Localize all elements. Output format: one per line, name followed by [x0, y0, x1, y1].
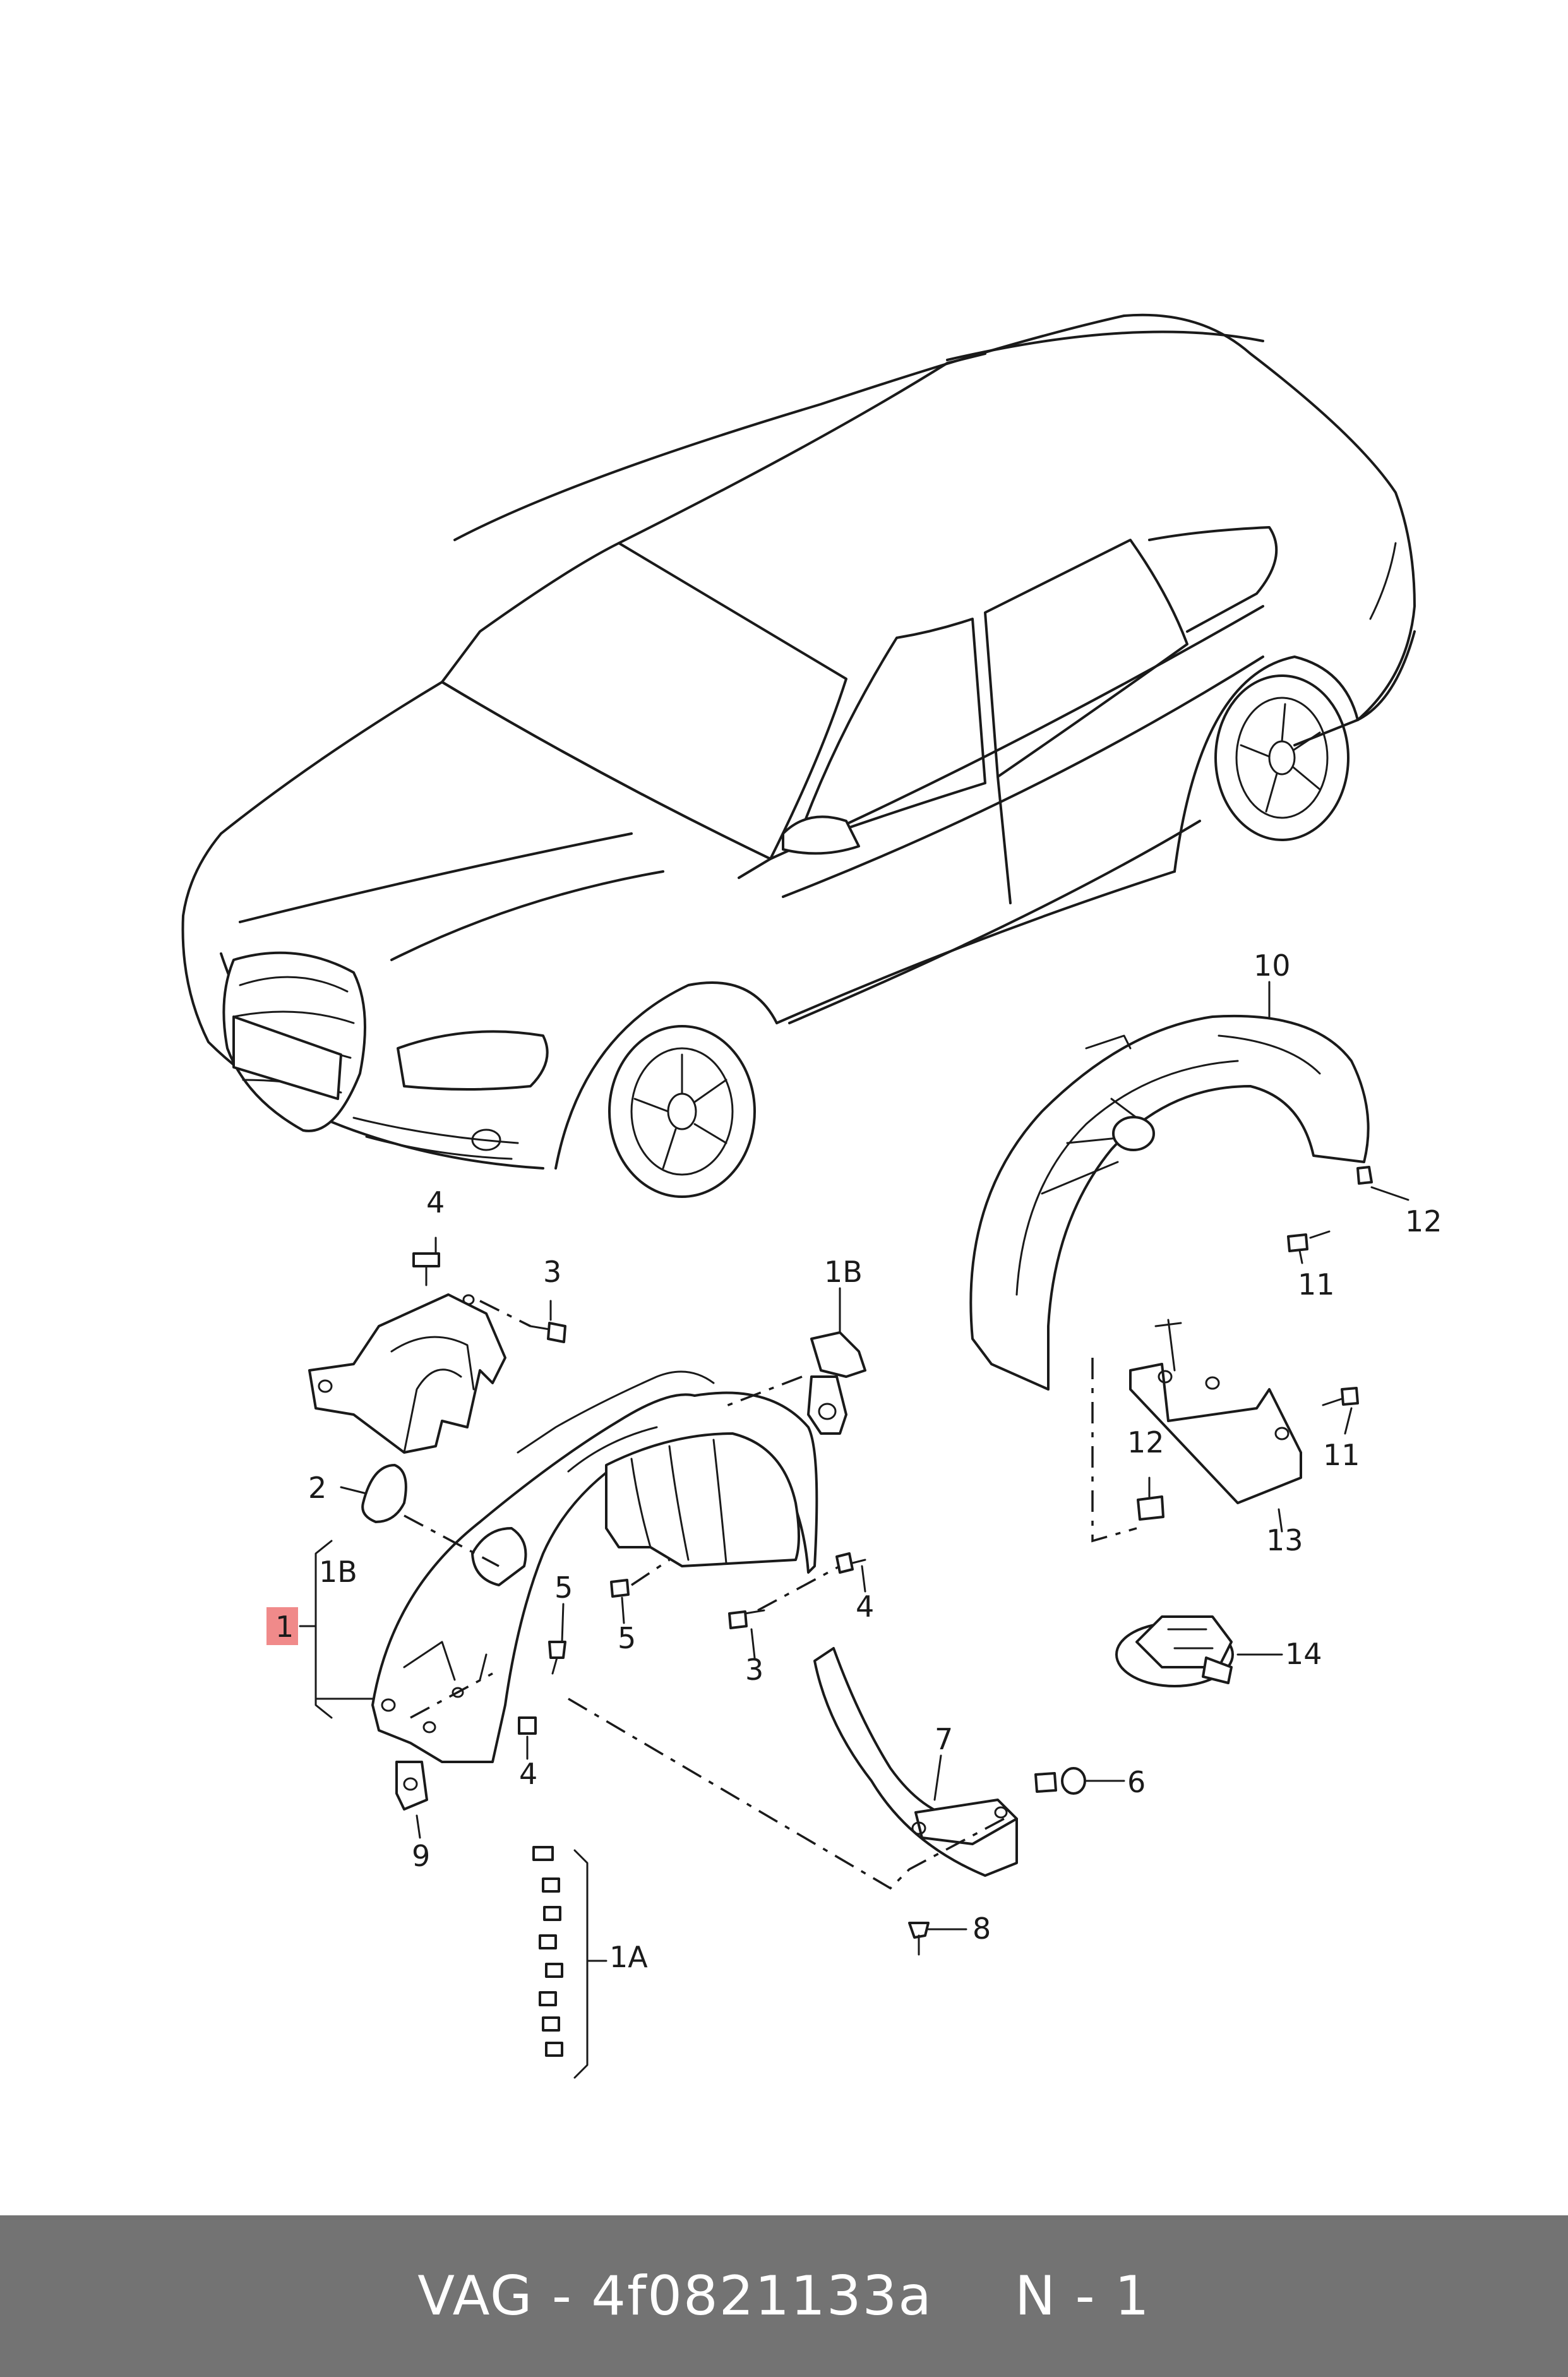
callout-14: 14 [1285, 1637, 1322, 1671]
callout-12-mid: 12 [1127, 1425, 1164, 1459]
callout-labels: 1 1A 1B 1B 2 3 3 4 4 4 5 5 6 7 8 9 10 11… [275, 949, 1442, 1974]
footer-separator: - [551, 2265, 573, 2328]
callout-1B-left: 1B [319, 1555, 357, 1589]
part-2-cap [361, 1464, 407, 1523]
callout-6: 6 [1127, 1765, 1146, 1799]
callout-3-bottom: 3 [745, 1653, 763, 1687]
part-1-front-liner [371, 1370, 818, 1763]
callout-4-top: 4 [426, 1185, 445, 1219]
callout-10: 10 [1254, 949, 1291, 983]
callout-1A: 1A [609, 1940, 648, 1974]
callout-5-top: 5 [554, 1571, 573, 1605]
callout-11-mid: 11 [1323, 1438, 1360, 1472]
callout-4-bottom: 4 [519, 1757, 537, 1791]
callout-8: 8 [973, 1912, 991, 1946]
part-top-bracket [308, 1293, 506, 1454]
callout-4-right: 4 [856, 1590, 874, 1624]
callout-9: 9 [412, 1839, 430, 1873]
part-14-cover [1115, 1615, 1234, 1687]
callout-1-highlight [266, 1607, 298, 1645]
callout-5-bottom: 5 [618, 1621, 636, 1655]
callout-7: 7 [935, 1722, 953, 1756]
part-7-trim [813, 1647, 1018, 1877]
assembly-lines [404, 1300, 1137, 1890]
callout-11-top: 11 [1298, 1267, 1335, 1302]
leader-lines [299, 981, 1409, 2079]
parts-diagram: 1 1A 1B 1B 2 3 3 4 4 4 5 5 6 7 8 9 10 11… [181, 313, 1442, 2079]
part-13-bracket [1129, 1319, 1302, 1504]
callout-2: 2 [308, 1471, 326, 1505]
footer-bar: VAG - 4f0821133a N - 1 [0, 2215, 1568, 2377]
callout-1B-top: 1B [824, 1255, 863, 1289]
part-1B-holder [807, 1331, 866, 1435]
footer-brand: VAG [417, 2265, 534, 2328]
footer-part-number: 4f0821133a [591, 2265, 933, 2328]
car-illustration [181, 313, 1416, 1198]
callout-1: 1 [275, 1610, 294, 1644]
footer-page: N - 1 [1014, 2265, 1151, 2328]
fasteners [412, 1166, 1373, 2057]
callout-3-top: 3 [543, 1255, 561, 1289]
part-9-clip [395, 1761, 428, 1811]
callout-13: 13 [1266, 1523, 1303, 1557]
part-10-rear-liner [969, 1014, 1370, 1391]
callout-12-top: 12 [1405, 1204, 1442, 1238]
